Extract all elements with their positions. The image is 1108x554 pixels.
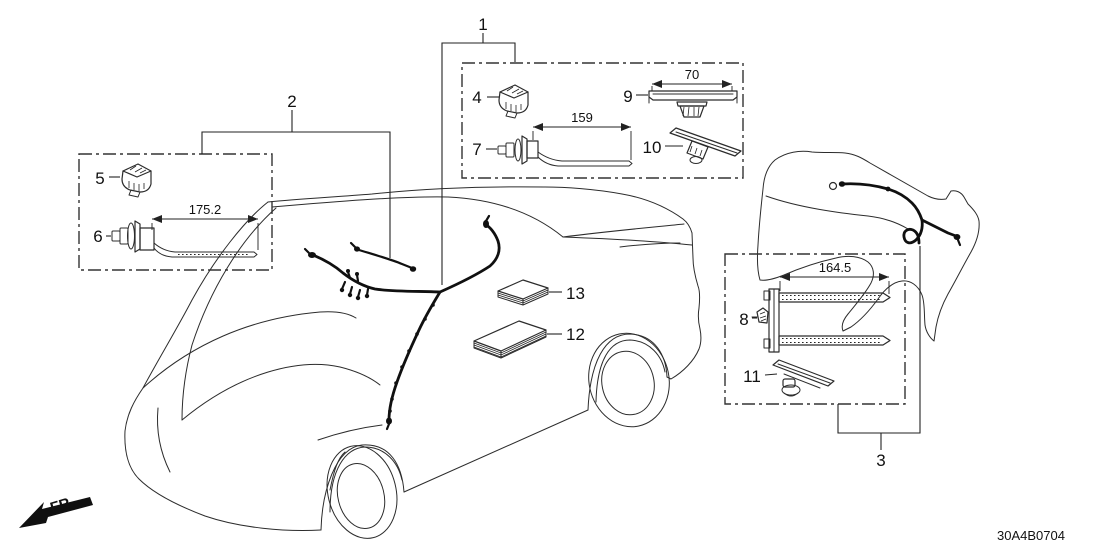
callout-3-label[interactable]: 3: [876, 451, 885, 470]
callout-10-label[interactable]: 10: [643, 138, 662, 157]
callout-2: 2: [201, 92, 391, 258]
dimension-70-value: 70: [685, 67, 699, 82]
front-wheel: [326, 445, 398, 539]
detail-box-2: [78, 153, 273, 271]
callout-12-label[interactable]: 12: [566, 325, 585, 344]
trunk-lid: [756, 150, 980, 342]
dimension-159: 159: [532, 110, 632, 160]
callout-3: 3: [837, 246, 921, 470]
hood-crease: [142, 311, 357, 389]
deck-seam: [619, 242, 681, 248]
part-4-clip: 4: [472, 84, 529, 119]
part-6-clip-with-tape: 6 175.2: [93, 202, 259, 258]
dimension-159-value: 159: [571, 110, 593, 125]
fr-direction-arrow: FR.: [19, 494, 93, 528]
dimension-175-2: 175.2: [151, 202, 259, 250]
detail-box-3: [724, 253, 906, 405]
part-13-pad: 13: [497, 279, 585, 306]
car-body-outline: [124, 186, 702, 531]
part-5-clip: 5: [95, 163, 152, 198]
callout-7-label[interactable]: 7: [472, 140, 481, 159]
dimension-164-5-value: 164.5: [819, 260, 852, 275]
fr-arrow-icon: [19, 497, 93, 528]
diagram-code: 30A4B0704: [997, 528, 1065, 543]
dimension-175-2-value: 175.2: [189, 202, 222, 217]
callout-13-label[interactable]: 13: [566, 284, 585, 303]
part-11-bracket: 11: [743, 359, 835, 397]
callout-1-label[interactable]: 1: [478, 15, 487, 34]
callout-9-label[interactable]: 9: [623, 87, 632, 106]
callout-1: 1: [441, 15, 516, 285]
cowl-line: [181, 363, 381, 421]
part-9-bracket: 9 70: [623, 67, 738, 118]
callout-6-label[interactable]: 6: [93, 227, 102, 246]
callout-11-label[interactable]: 11: [743, 367, 761, 386]
detail-box-1: [461, 62, 744, 179]
rear-window-lower: [562, 236, 693, 246]
part-10-bracket: 10: [643, 127, 742, 164]
a-pillar-line: [181, 207, 277, 421]
dimension-70: 70: [651, 67, 733, 91]
callout-8-label[interactable]: 8: [739, 310, 748, 329]
beltline: [271, 196, 564, 238]
rear-wheel: [588, 332, 670, 428]
trunk-wire-harness: [828, 181, 962, 247]
part-12-pad: 12: [473, 320, 585, 359]
roof-wire-harness: [303, 214, 501, 431]
callout-4-label[interactable]: 4: [472, 88, 481, 107]
dimension-164-5: 164.5: [779, 260, 890, 294]
callout-5-label[interactable]: 5: [95, 169, 104, 188]
sunroof-sub-wire: [357, 248, 414, 270]
part-8-tape-straps: 8 164.5: [739, 260, 891, 353]
fr-label: FR.: [48, 494, 76, 517]
rear-window-upper: [562, 223, 685, 238]
bumper-crease: [157, 407, 171, 473]
part-7-clip-with-tape: 7 159: [472, 110, 633, 167]
callout-2-label[interactable]: 2: [287, 92, 296, 111]
